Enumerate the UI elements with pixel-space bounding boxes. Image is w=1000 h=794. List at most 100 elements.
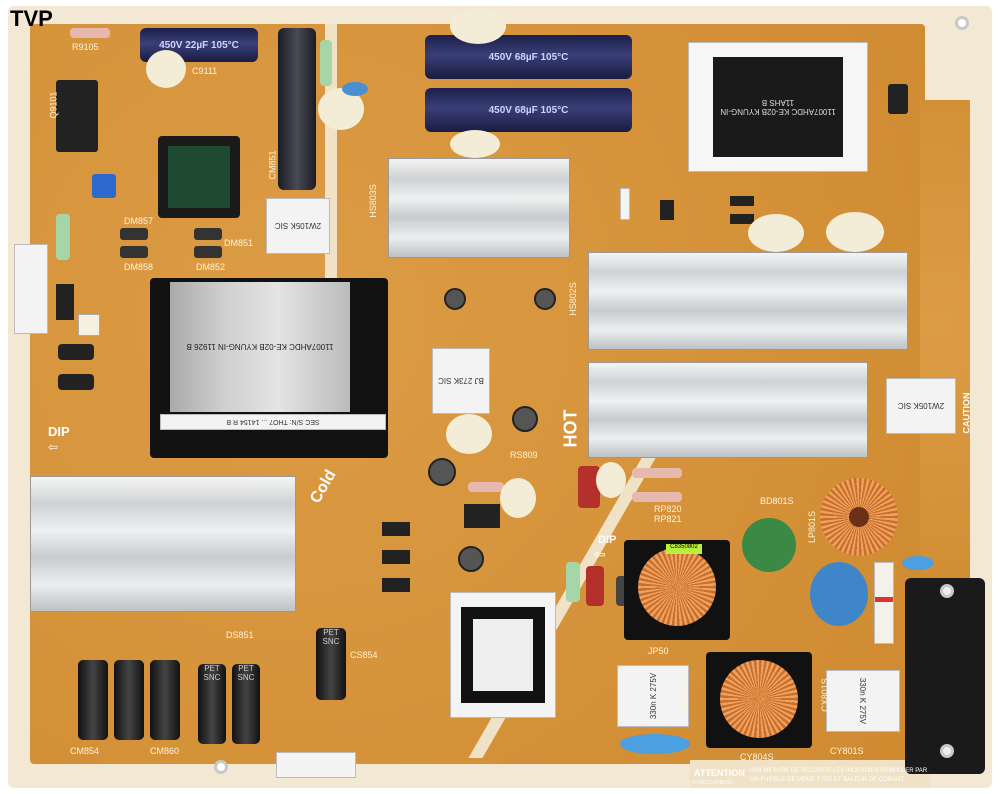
- warning-text: PAR MESURE DE SECURITE LES INCENDIES REM…: [750, 768, 928, 774]
- glue-blob: [826, 212, 884, 252]
- glue-blob: [450, 130, 500, 158]
- blue-capacitor: [902, 556, 934, 570]
- label-dm857: DM857: [124, 216, 154, 226]
- film-capacitor: 2W105K SIC: [266, 198, 330, 254]
- transformer-core: 11007AHDC KE-02B KYUNG-IN 11AHS B: [713, 57, 843, 157]
- diode: [58, 374, 94, 390]
- label-jp50: JP50: [648, 646, 669, 656]
- thermistor: [742, 518, 796, 572]
- connector-bottom[interactable]: [276, 752, 356, 778]
- diode: [730, 214, 754, 224]
- glue-blob: [450, 8, 506, 44]
- dip-label: DIP: [598, 534, 617, 546]
- pet-capacitor: PET SNC: [232, 664, 260, 744]
- label-rs809: RS809: [510, 450, 538, 460]
- common-mode-choke: [624, 540, 730, 640]
- connector-left[interactable]: [14, 244, 48, 334]
- mounting-hole: [955, 16, 969, 30]
- electrolytic-capacitor: 450V 68µF 105°C: [425, 88, 632, 132]
- resistor: [56, 214, 70, 260]
- diode: [120, 246, 148, 258]
- diode: [382, 578, 410, 592]
- caution-label: CAUTION: [961, 392, 972, 434]
- diode: [660, 200, 674, 220]
- small-capacitor: [534, 288, 556, 310]
- heatsink: [30, 476, 296, 612]
- top-transformer: 11007AHDC KE-02B KYUNG-IN 11AHS B: [688, 42, 868, 172]
- pet-capacitor: PET SNC: [198, 664, 226, 744]
- heatsink: [588, 362, 868, 458]
- label-dm858: DM858: [124, 262, 154, 272]
- ac-power-connector[interactable]: [905, 578, 985, 774]
- resistor: [632, 468, 682, 478]
- label-cm854: CM854: [70, 746, 100, 756]
- electrolytic-capacitor: [114, 660, 144, 740]
- label-cy804s: CY804S: [740, 752, 774, 762]
- label-r9105: R9105: [72, 42, 99, 52]
- arrow-left-icon: ⇦: [48, 440, 59, 454]
- label-q9101: Q9101: [48, 91, 59, 119]
- fuse-band: [875, 597, 893, 602]
- heatsink-hs802s: [588, 252, 908, 350]
- label-rp820: RP820: [654, 504, 682, 514]
- resistor: [566, 562, 580, 602]
- transformer-winding: [168, 146, 230, 208]
- small-capacitor: [444, 288, 466, 310]
- pet-capacitor: PET SNC: [316, 628, 346, 700]
- serial-sticker: SEC S/N: THO7 ... 14154 R B: [160, 414, 386, 430]
- resistor: [468, 482, 504, 492]
- label-cx801s: CX801S: [819, 678, 830, 712]
- transformer-core: [473, 619, 533, 691]
- diode: [382, 522, 410, 536]
- trimmer-potentiometer: [92, 174, 116, 198]
- diode: [382, 550, 410, 564]
- dip-label: DIP: [48, 424, 70, 439]
- film-capacitor-red: [578, 466, 600, 508]
- choke-tag: C8350802: [666, 544, 702, 554]
- arrow-left-icon: ⇦: [594, 546, 606, 562]
- glue-blob: [500, 478, 536, 518]
- ic: [464, 504, 500, 528]
- film-capacitor: 2W105K SIC: [886, 378, 956, 434]
- heatsink-hs803s: [388, 158, 570, 258]
- transformer-frame: [461, 607, 545, 703]
- small-capacitor: [458, 546, 484, 572]
- resistor: [632, 492, 682, 502]
- diode: [120, 228, 148, 240]
- transformer-core: 11007AHDC KE-02B KYUNG-IN 11926 B: [170, 282, 350, 412]
- blue-capacitor: [342, 82, 368, 96]
- diode: [194, 228, 222, 240]
- warning-text: UN FUSIBLE DE MEME TYPE ET BALEUR DE COR…: [750, 777, 905, 783]
- small-connector[interactable]: [78, 314, 100, 336]
- electrolytic-capacitor: 450V 68µF 105°C: [425, 35, 632, 79]
- electrolytic-capacitor: [78, 660, 108, 740]
- fuse: [620, 188, 630, 220]
- label-cy801s: CY801S: [830, 746, 864, 756]
- resistor: [320, 40, 332, 86]
- label-hs803s: HS803S: [367, 184, 378, 218]
- diode: [194, 246, 222, 258]
- hot-label: HOT: [560, 409, 581, 448]
- toroid-center: [849, 507, 869, 527]
- mounting-hole: [214, 760, 228, 774]
- choke-winding: [638, 548, 716, 626]
- connector-hole: [940, 744, 954, 758]
- diode: [58, 344, 94, 360]
- diode: [730, 196, 754, 206]
- x-capacitor: 330n K 275V: [826, 670, 900, 732]
- label-cx802s: CX802S: [679, 676, 690, 710]
- fuse: [874, 562, 894, 644]
- connector-hole: [940, 584, 954, 598]
- label-dm851: DM851: [224, 238, 254, 248]
- attention-label: ATTENTION: [694, 768, 745, 778]
- standby-transformer: [450, 592, 556, 718]
- watermark: TVP: [10, 6, 53, 31]
- label-rp821: RP821: [654, 514, 682, 524]
- glue-blob: [748, 214, 804, 252]
- small-capacitor: [512, 406, 538, 432]
- green-transformer: [158, 136, 240, 218]
- film-capacitor-red: [586, 566, 604, 606]
- film-capacitor: BJ 273K SIC: [432, 348, 490, 414]
- label-cm851: CM851: [267, 150, 278, 180]
- transistor-q9101: [56, 80, 98, 152]
